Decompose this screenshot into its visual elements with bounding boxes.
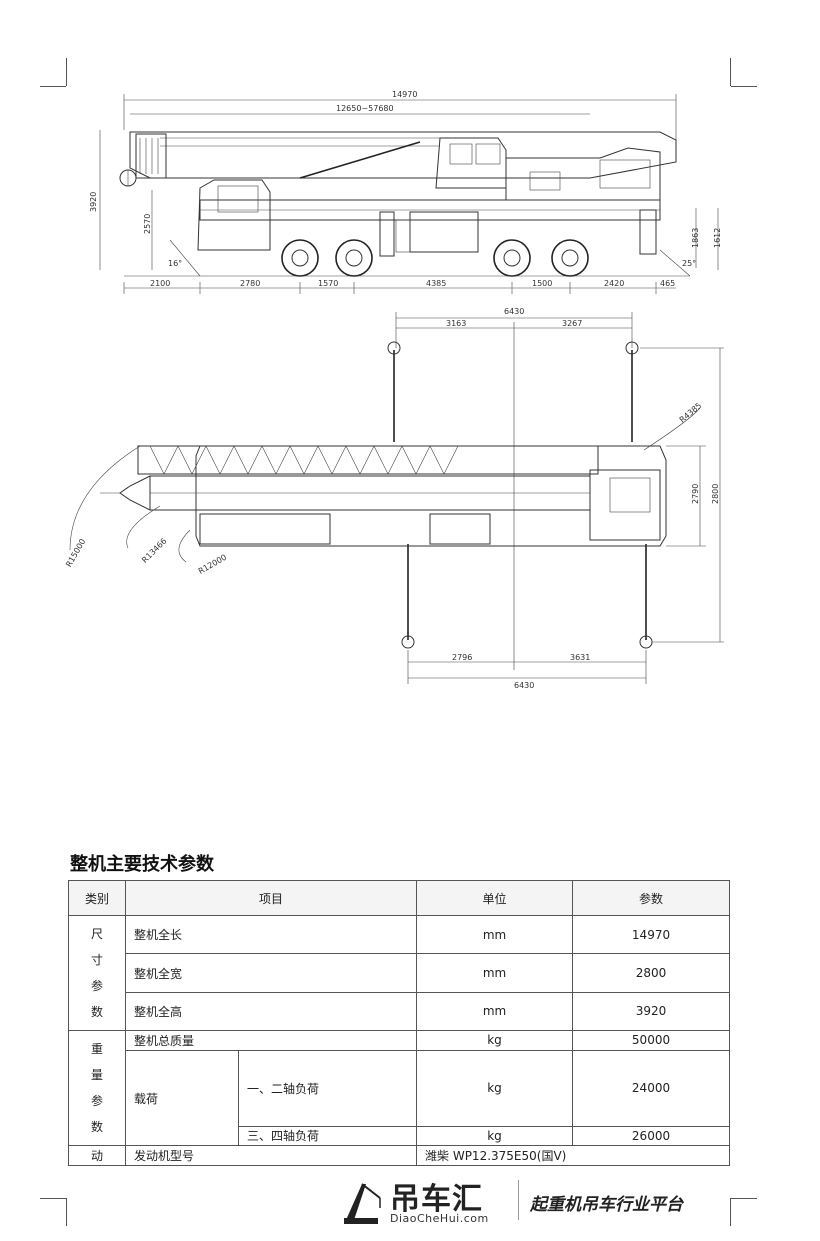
dim-bottom-3: 1570	[318, 279, 338, 288]
dim-boom-length: 12650~57680	[336, 104, 394, 113]
header-category: 类别	[68, 880, 126, 916]
dim-radius-1: R15000	[64, 537, 87, 568]
dim-overall-length: 14970	[392, 90, 417, 99]
brand-footer: 吊车汇 DiaoCheHui.com 起重机吊车行业平台	[340, 1170, 740, 1230]
brand-slogan: 起重机吊车行业平台	[530, 1195, 683, 1215]
dim-bottom-6: 2420	[604, 279, 624, 288]
dim-height-right-2: 1612	[713, 228, 722, 248]
unit-length: mm	[416, 914, 574, 955]
item-axle12: 一、二轴负荷	[237, 1049, 418, 1127]
dim-radius-tail: R4385	[678, 401, 704, 425]
spec-table-title: 整机主要技术参数	[70, 854, 214, 875]
unit-axle34: kg	[416, 1125, 574, 1147]
dim-bottom-5: 1500	[532, 279, 552, 288]
header-value: 参数	[572, 880, 731, 916]
dim-plan-top-right: 3267	[562, 319, 582, 328]
item-load-label: 载荷	[125, 1049, 239, 1147]
header-unit: 单位	[416, 880, 574, 916]
value-width: 2800	[572, 953, 731, 993]
value-axle12: 24000	[572, 1049, 731, 1127]
item-width: 整机全宽	[124, 953, 418, 993]
table-row: 三、四轴负荷 kg 26000	[69, 1125, 731, 1147]
item-axle34: 三、四轴负荷	[237, 1125, 418, 1147]
item-engine: 发动机型号	[124, 1145, 418, 1166]
item-height: 整机全高	[124, 991, 418, 1032]
crop-mark-top-right	[730, 58, 731, 86]
unit-total-mass: kg	[416, 1030, 574, 1051]
table-row: 重 量 参 数 整机总质量 kg 50000	[68, 1030, 731, 1147]
category-dimensions: 尺 寸 参 数	[68, 914, 126, 1032]
dim-angle-right: 25°	[682, 259, 696, 268]
wheel-axle-3	[493, 239, 531, 277]
dim-bottom-7: 465	[660, 279, 675, 288]
dim-plan-bottom-left: 2796	[452, 653, 472, 662]
dim-radius-3: R12000	[197, 553, 228, 576]
item-length: 整机全长	[124, 914, 418, 955]
crop-mark-top-left	[66, 58, 67, 86]
dim-plan-right-outer: 2800	[711, 484, 720, 504]
value-length: 14970	[572, 914, 731, 955]
crop-mark-bottom-right	[730, 1198, 731, 1226]
dim-bottom-2: 2780	[240, 279, 260, 288]
crop-mark-top-right-h	[731, 86, 757, 87]
wheel-axle-2	[335, 239, 373, 277]
table-row: 尺 寸 参 数 整机全长 mm 14970	[68, 914, 731, 1032]
item-total-mass: 整机总质量	[124, 1030, 418, 1051]
unit-height: mm	[416, 991, 574, 1032]
crop-mark-top-left-h	[40, 86, 66, 87]
dim-plan-bottom-total: 6430	[514, 681, 534, 690]
spec-table: 类别 项目 单位 参数 尺 寸 参 数 整机全长 mm 14970 整机全宽 m…	[68, 880, 731, 1166]
dim-plan-right-inner: 2790	[691, 484, 700, 504]
category-weight: 重 量 参 数	[68, 1030, 126, 1147]
table-row: 整机全高 mm 3920	[69, 991, 731, 1032]
crop-mark-bottom-left-h	[40, 1198, 66, 1199]
table-row: 整机全宽 mm 2800	[69, 953, 731, 993]
crane-logo-icon	[344, 1183, 381, 1224]
value-engine: 潍柴 WP12.375E50(国V)	[416, 1145, 731, 1166]
table-row: 载荷 一、二轴负荷 kg 24000	[69, 1049, 731, 1147]
dim-plan-top-left: 3163	[446, 319, 466, 328]
crop-mark-bottom-left	[66, 1198, 67, 1226]
brand-url: DiaoCheHui.com	[390, 1212, 489, 1225]
brand-name: 吊车汇	[390, 1182, 483, 1217]
header-item: 项目	[124, 880, 418, 916]
dim-bottom-4: 4385	[426, 279, 446, 288]
category-power: 动	[68, 1145, 126, 1166]
table-row: 动 发动机型号 潍柴 WP12.375E50(国V)	[68, 1145, 731, 1166]
dim-radius-2: R13466	[140, 536, 168, 564]
crane-plan-view-drawing: 6430 3163 3267 R15000 R13466 R12000 R438…	[64, 307, 724, 690]
unit-width: mm	[416, 953, 574, 993]
wheel-axle-4	[551, 239, 589, 277]
brand-divider	[518, 1180, 519, 1220]
crop-mark-bottom-right-h	[731, 1198, 757, 1199]
crane-side-view-drawing: 14970 12650~57680 3920 2570 1863 1612 1	[89, 90, 722, 294]
dim-height-overall: 3920	[89, 192, 98, 212]
dim-plan-bottom-right: 3631	[570, 653, 590, 662]
dim-bottom-1: 2100	[150, 279, 170, 288]
wheel-axle-1	[281, 239, 319, 277]
value-axle34: 26000	[572, 1125, 731, 1147]
dim-height-right-1: 1863	[691, 228, 700, 248]
dim-height-cab: 2570	[143, 214, 152, 234]
value-height: 3920	[572, 991, 731, 1032]
dim-angle-left: 16°	[168, 259, 182, 268]
dim-plan-top-total: 6430	[504, 307, 524, 316]
table-header-row: 类别 项目 单位 参数	[68, 880, 731, 916]
unit-axle12: kg	[416, 1049, 574, 1127]
value-total-mass: 50000	[572, 1030, 731, 1051]
